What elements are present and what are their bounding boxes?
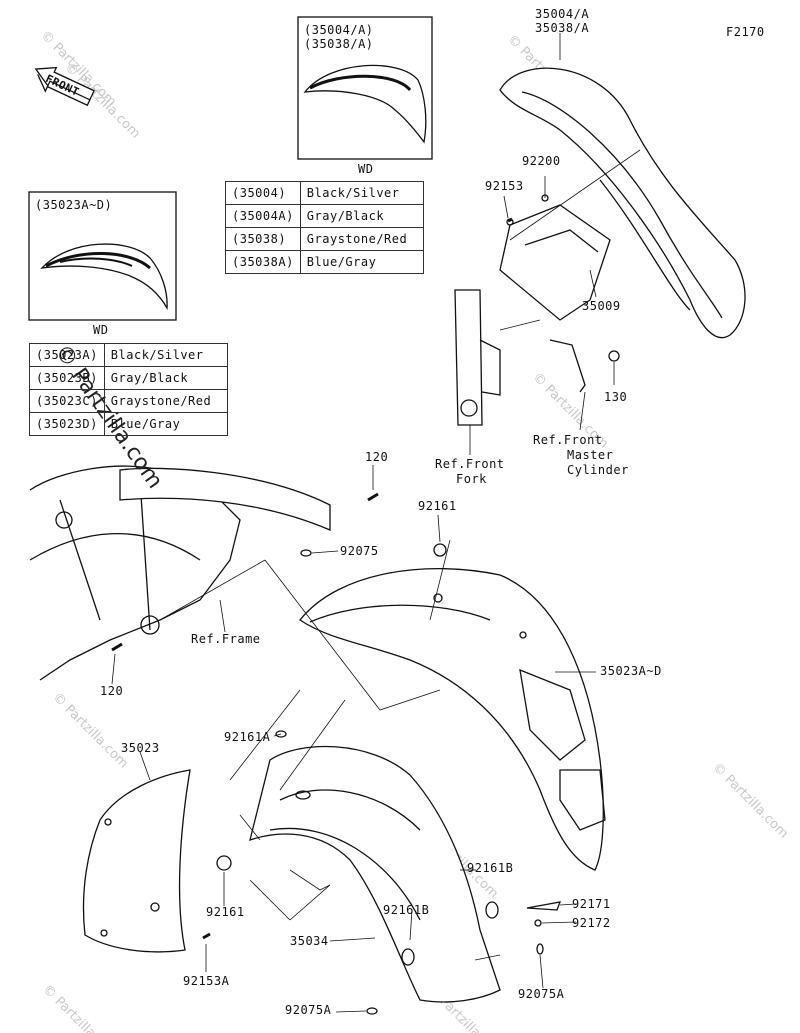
color-cell: Graystone/Red <box>103 389 228 413</box>
color-cell: Blue/Gray <box>103 412 228 436</box>
frame-rail <box>119 467 331 531</box>
hose-clamp <box>549 339 586 393</box>
rear-fender <box>299 568 604 871</box>
front-fender <box>499 67 746 339</box>
code-cell: (35023A) <box>29 343 105 367</box>
callout-35009: 35009 <box>582 299 621 313</box>
callout-92153: 92153 <box>485 179 524 193</box>
table-row: (35038)Graystone/Red <box>225 227 424 251</box>
callout-92161-top: 92161 <box>418 499 457 513</box>
color-cell: Gray/Black <box>103 366 228 390</box>
code-cell: (35023D) <box>29 412 105 436</box>
table-row: (35023C)Graystone/Red <box>29 389 228 413</box>
inset-front-caption: WD <box>358 162 374 176</box>
callout-ref-frame: Ref.Frame <box>191 632 261 646</box>
callout-ref-master-1: Ref.Front <box>533 433 603 447</box>
inner-fender <box>249 745 501 1003</box>
callout-front-fender-a: 35004/A <box>535 7 590 21</box>
callout-ref-fork-1: Ref.Front <box>435 457 505 471</box>
callout-92075: 92075 <box>340 544 379 558</box>
inset-front-fender <box>303 64 427 144</box>
code-cell: (35004) <box>225 181 301 205</box>
inset-front-box <box>297 16 433 160</box>
front-fender-color-table: (35004)Black/Silver (35004A)Gray/Black (… <box>225 181 424 274</box>
front-fork <box>454 289 483 426</box>
code-cell: (35038) <box>225 227 301 251</box>
code-cell: (35023C) <box>29 389 105 413</box>
table-row: (35004A)Gray/Black <box>225 204 424 228</box>
inset-rear-box <box>28 191 177 321</box>
callout-120-bottom: 120 <box>100 684 124 698</box>
code-cell: (35023B) <box>29 366 105 390</box>
callout-92171: 92171 <box>572 897 611 911</box>
table-row: (35023A)Black/Silver <box>29 343 228 367</box>
callout-front-fender-b: 35038/A <box>535 21 590 35</box>
callout-130: 130 <box>604 390 628 404</box>
callout-ref-master-3: Cylinder <box>567 463 629 477</box>
callout-92172: 92172 <box>572 916 611 930</box>
frame-outline <box>29 465 241 681</box>
table-row: (35004)Black/Silver <box>225 181 424 205</box>
callout-92161a: 92161A <box>224 730 271 744</box>
callout-ref-master-2: Master <box>567 448 614 462</box>
color-cell: Black/Silver <box>299 181 424 205</box>
callout-92161b-right: 92161B <box>467 861 514 875</box>
color-cell: Gray/Black <box>299 204 424 228</box>
table-row: (35023B)Gray/Black <box>29 366 228 390</box>
code-cell: (35004A) <box>225 204 301 228</box>
callout-35023ad: 35023A~D <box>600 664 662 678</box>
callout-92075a-left: 92075A <box>285 1003 332 1017</box>
grommet <box>433 543 447 557</box>
inset-rear-code: (35023A~D) <box>35 198 113 212</box>
callout-92200: 92200 <box>522 154 561 168</box>
color-cell: Black/Silver <box>103 343 228 367</box>
color-cell: Graystone/Red <box>299 227 424 251</box>
figure-code: F2170 <box>726 25 765 39</box>
grommet <box>216 855 232 871</box>
callout-35034: 35034 <box>290 934 329 948</box>
code-cell: (35038A) <box>225 250 301 274</box>
mud-flap <box>82 769 191 953</box>
callout-92153a: 92153A <box>183 974 230 988</box>
callout-ref-fork-2: Fork <box>456 472 487 486</box>
inset-front-code-2: (35038/A) <box>304 37 374 51</box>
inset-rear-caption: WD <box>93 323 109 337</box>
front-arrow-icon <box>34 66 95 107</box>
color-cell: Blue/Gray <box>299 250 424 274</box>
table-row: (35038A)Blue/Gray <box>225 250 424 274</box>
inset-front-code-1: (35004/A) <box>304 23 374 37</box>
callout-92161b-mid: 92161B <box>383 903 430 917</box>
callout-35023: 35023 <box>121 741 160 755</box>
table-row: (35023D)Blue/Gray <box>29 412 228 436</box>
callout-120-top: 120 <box>365 450 389 464</box>
rear-fender-color-table: (35023A)Black/Silver (35023B)Gray/Black … <box>29 343 228 436</box>
callout-92161-bottom: 92161 <box>206 905 245 919</box>
callout-92075a-right: 92075A <box>518 987 565 1001</box>
